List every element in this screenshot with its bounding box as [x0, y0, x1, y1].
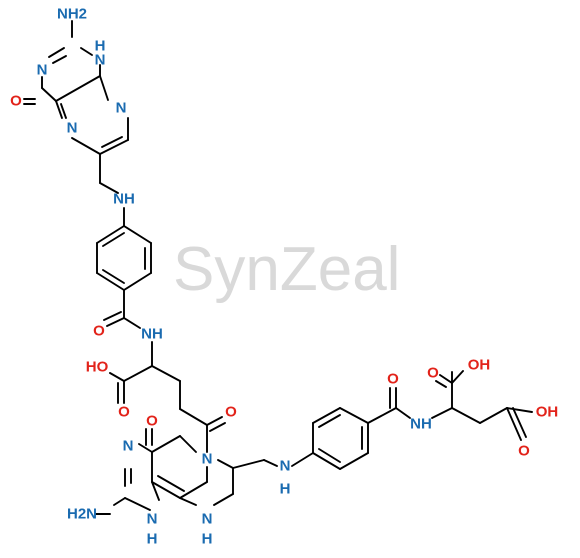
atom-label: O — [146, 413, 158, 430]
watermark: SynZeal — [173, 235, 400, 304]
atom-label: H — [202, 531, 213, 548]
atom-labels: NH2 N H N O N N NH O NH HO O O O N N N H… — [10, 6, 558, 548]
atom-label: N — [123, 438, 134, 455]
atom-label: OH — [536, 404, 559, 421]
atom-label: H — [280, 481, 291, 498]
atom-label: H — [147, 531, 158, 548]
atom-label: O — [225, 404, 237, 421]
atom-label: H — [95, 38, 106, 55]
atom-label: N — [116, 100, 127, 117]
atom-label: O — [427, 365, 439, 382]
atom-label: H2N — [67, 506, 97, 523]
atom-label: N — [37, 62, 48, 79]
atom-label: NH — [141, 326, 163, 343]
atom-label: NH — [113, 191, 135, 208]
atom-label: O — [93, 323, 105, 340]
atom-label: OH — [468, 357, 491, 374]
atom-label: NH2 — [57, 6, 87, 23]
atom-label: O — [387, 371, 399, 388]
atom-label: N — [147, 511, 158, 528]
atom-label: N — [95, 52, 106, 69]
atom-label: N — [67, 120, 78, 137]
atom-label: O — [518, 443, 530, 460]
atom-label: NH — [410, 416, 432, 433]
bond-lines — [23, 20, 533, 515]
atom-label: HO — [86, 359, 109, 376]
atom-label: O — [10, 93, 22, 110]
atom-label: N — [280, 458, 291, 475]
atom-label: N — [202, 451, 213, 468]
atom-label: N — [202, 511, 213, 528]
atom-label: O — [118, 404, 130, 421]
